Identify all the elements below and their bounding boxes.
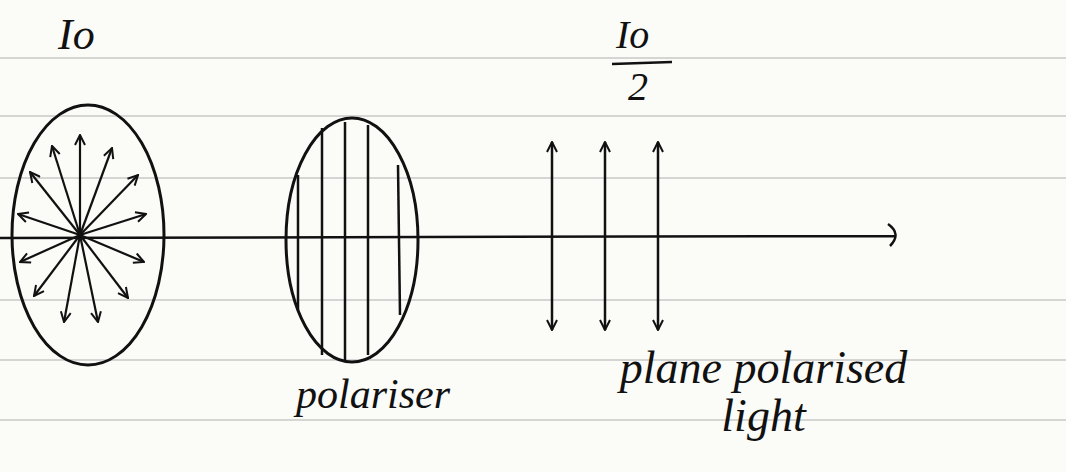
fraction-numerator: Io [616, 14, 649, 56]
polariser-disc [286, 118, 418, 362]
intensity-label: Io [58, 12, 95, 58]
polariser-slits [298, 122, 400, 360]
unpolarised-light-ellipse [12, 105, 164, 365]
fraction-bar [612, 62, 672, 64]
unpolarised-vectors [18, 135, 146, 322]
propagation-axis [0, 224, 896, 246]
part-label: polariser [296, 372, 450, 416]
polarised-vectors [552, 142, 658, 330]
fraction-denominator: 2 [628, 66, 648, 108]
light-label: plane polarised light [610, 344, 917, 441]
